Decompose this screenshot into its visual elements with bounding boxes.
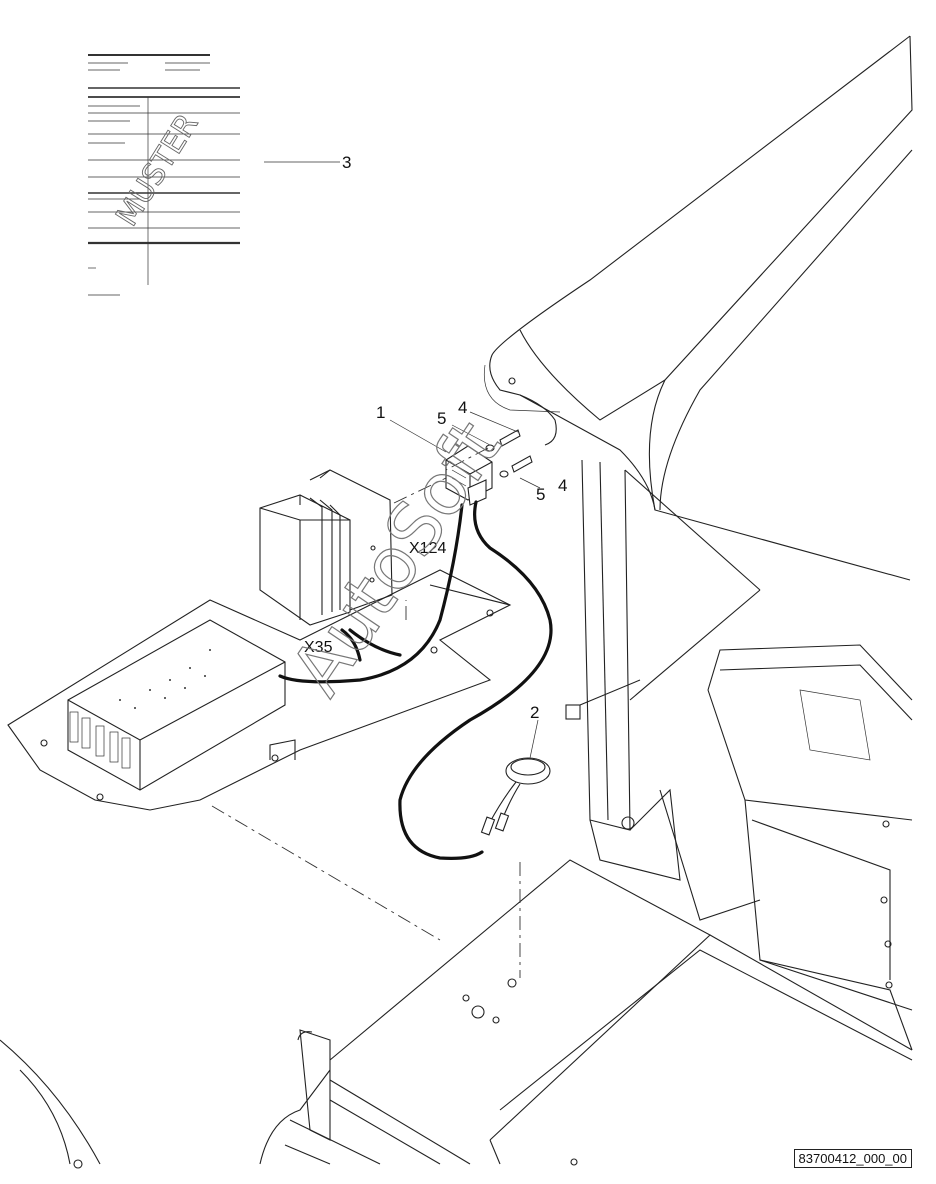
figure-number: 83700412_000_00 xyxy=(793,1149,912,1168)
operator-seat xyxy=(707,644,913,1051)
cab-roof xyxy=(483,35,913,581)
callout-4-lower: 4 xyxy=(558,476,567,495)
callout-2: 2 xyxy=(530,703,539,722)
callout-5-lower: 5 xyxy=(536,485,545,504)
control-unit-box xyxy=(67,619,286,791)
sample-label-document: MUSTER xyxy=(88,54,340,296)
leader-lines xyxy=(389,411,541,759)
mounting-plate xyxy=(7,569,512,811)
lower-console xyxy=(0,1029,578,1169)
callout-1: 1 xyxy=(376,403,385,422)
gps-antenna xyxy=(480,757,551,836)
gps-receiver-module xyxy=(445,445,493,506)
callout-4-upper: 4 xyxy=(458,398,467,417)
mounting-bolt-upper xyxy=(485,429,521,452)
harness-cable-x35 xyxy=(278,503,464,684)
mounting-bolt-lower xyxy=(499,455,533,478)
cab-pillar xyxy=(565,459,761,921)
assembly-guide-lines xyxy=(211,447,521,978)
gps-cable xyxy=(398,500,553,860)
connector-label-x35: X35 xyxy=(304,639,333,656)
document-stamp-text: MUSTER xyxy=(110,108,206,233)
floor-panel xyxy=(329,859,913,1165)
connector-label-x124: X124 xyxy=(409,540,446,557)
callout-3: 3 xyxy=(342,153,351,172)
callout-5-upper: 5 xyxy=(437,409,446,428)
document-stamp: MUSTER xyxy=(109,107,206,233)
controller-heat-sink xyxy=(259,469,393,626)
